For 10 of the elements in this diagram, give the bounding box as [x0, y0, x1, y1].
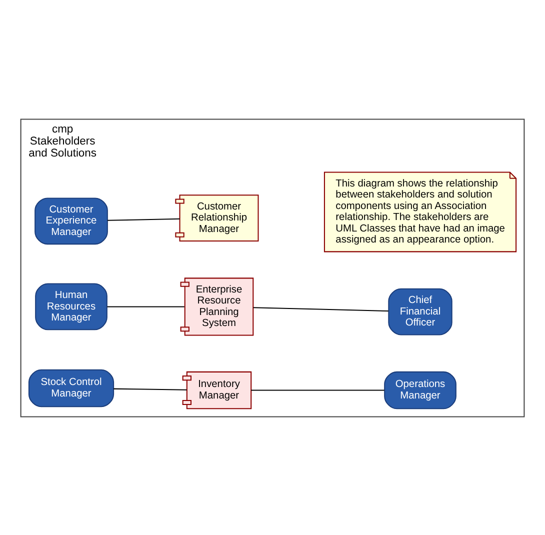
- node-box: Chief Financial Officer: [388, 288, 452, 335]
- connector: [108, 218, 180, 220]
- connector: [251, 389, 384, 390]
- connector: [114, 388, 187, 390]
- connector: [253, 306, 388, 312]
- connector: [107, 306, 184, 307]
- node-box: Customer Experience Manager: [34, 197, 108, 244]
- node-box: Operations Manager: [384, 370, 456, 409]
- node-box: Human Resources Manager: [35, 282, 108, 330]
- node-box: Stock Control Manager: [28, 368, 114, 407]
